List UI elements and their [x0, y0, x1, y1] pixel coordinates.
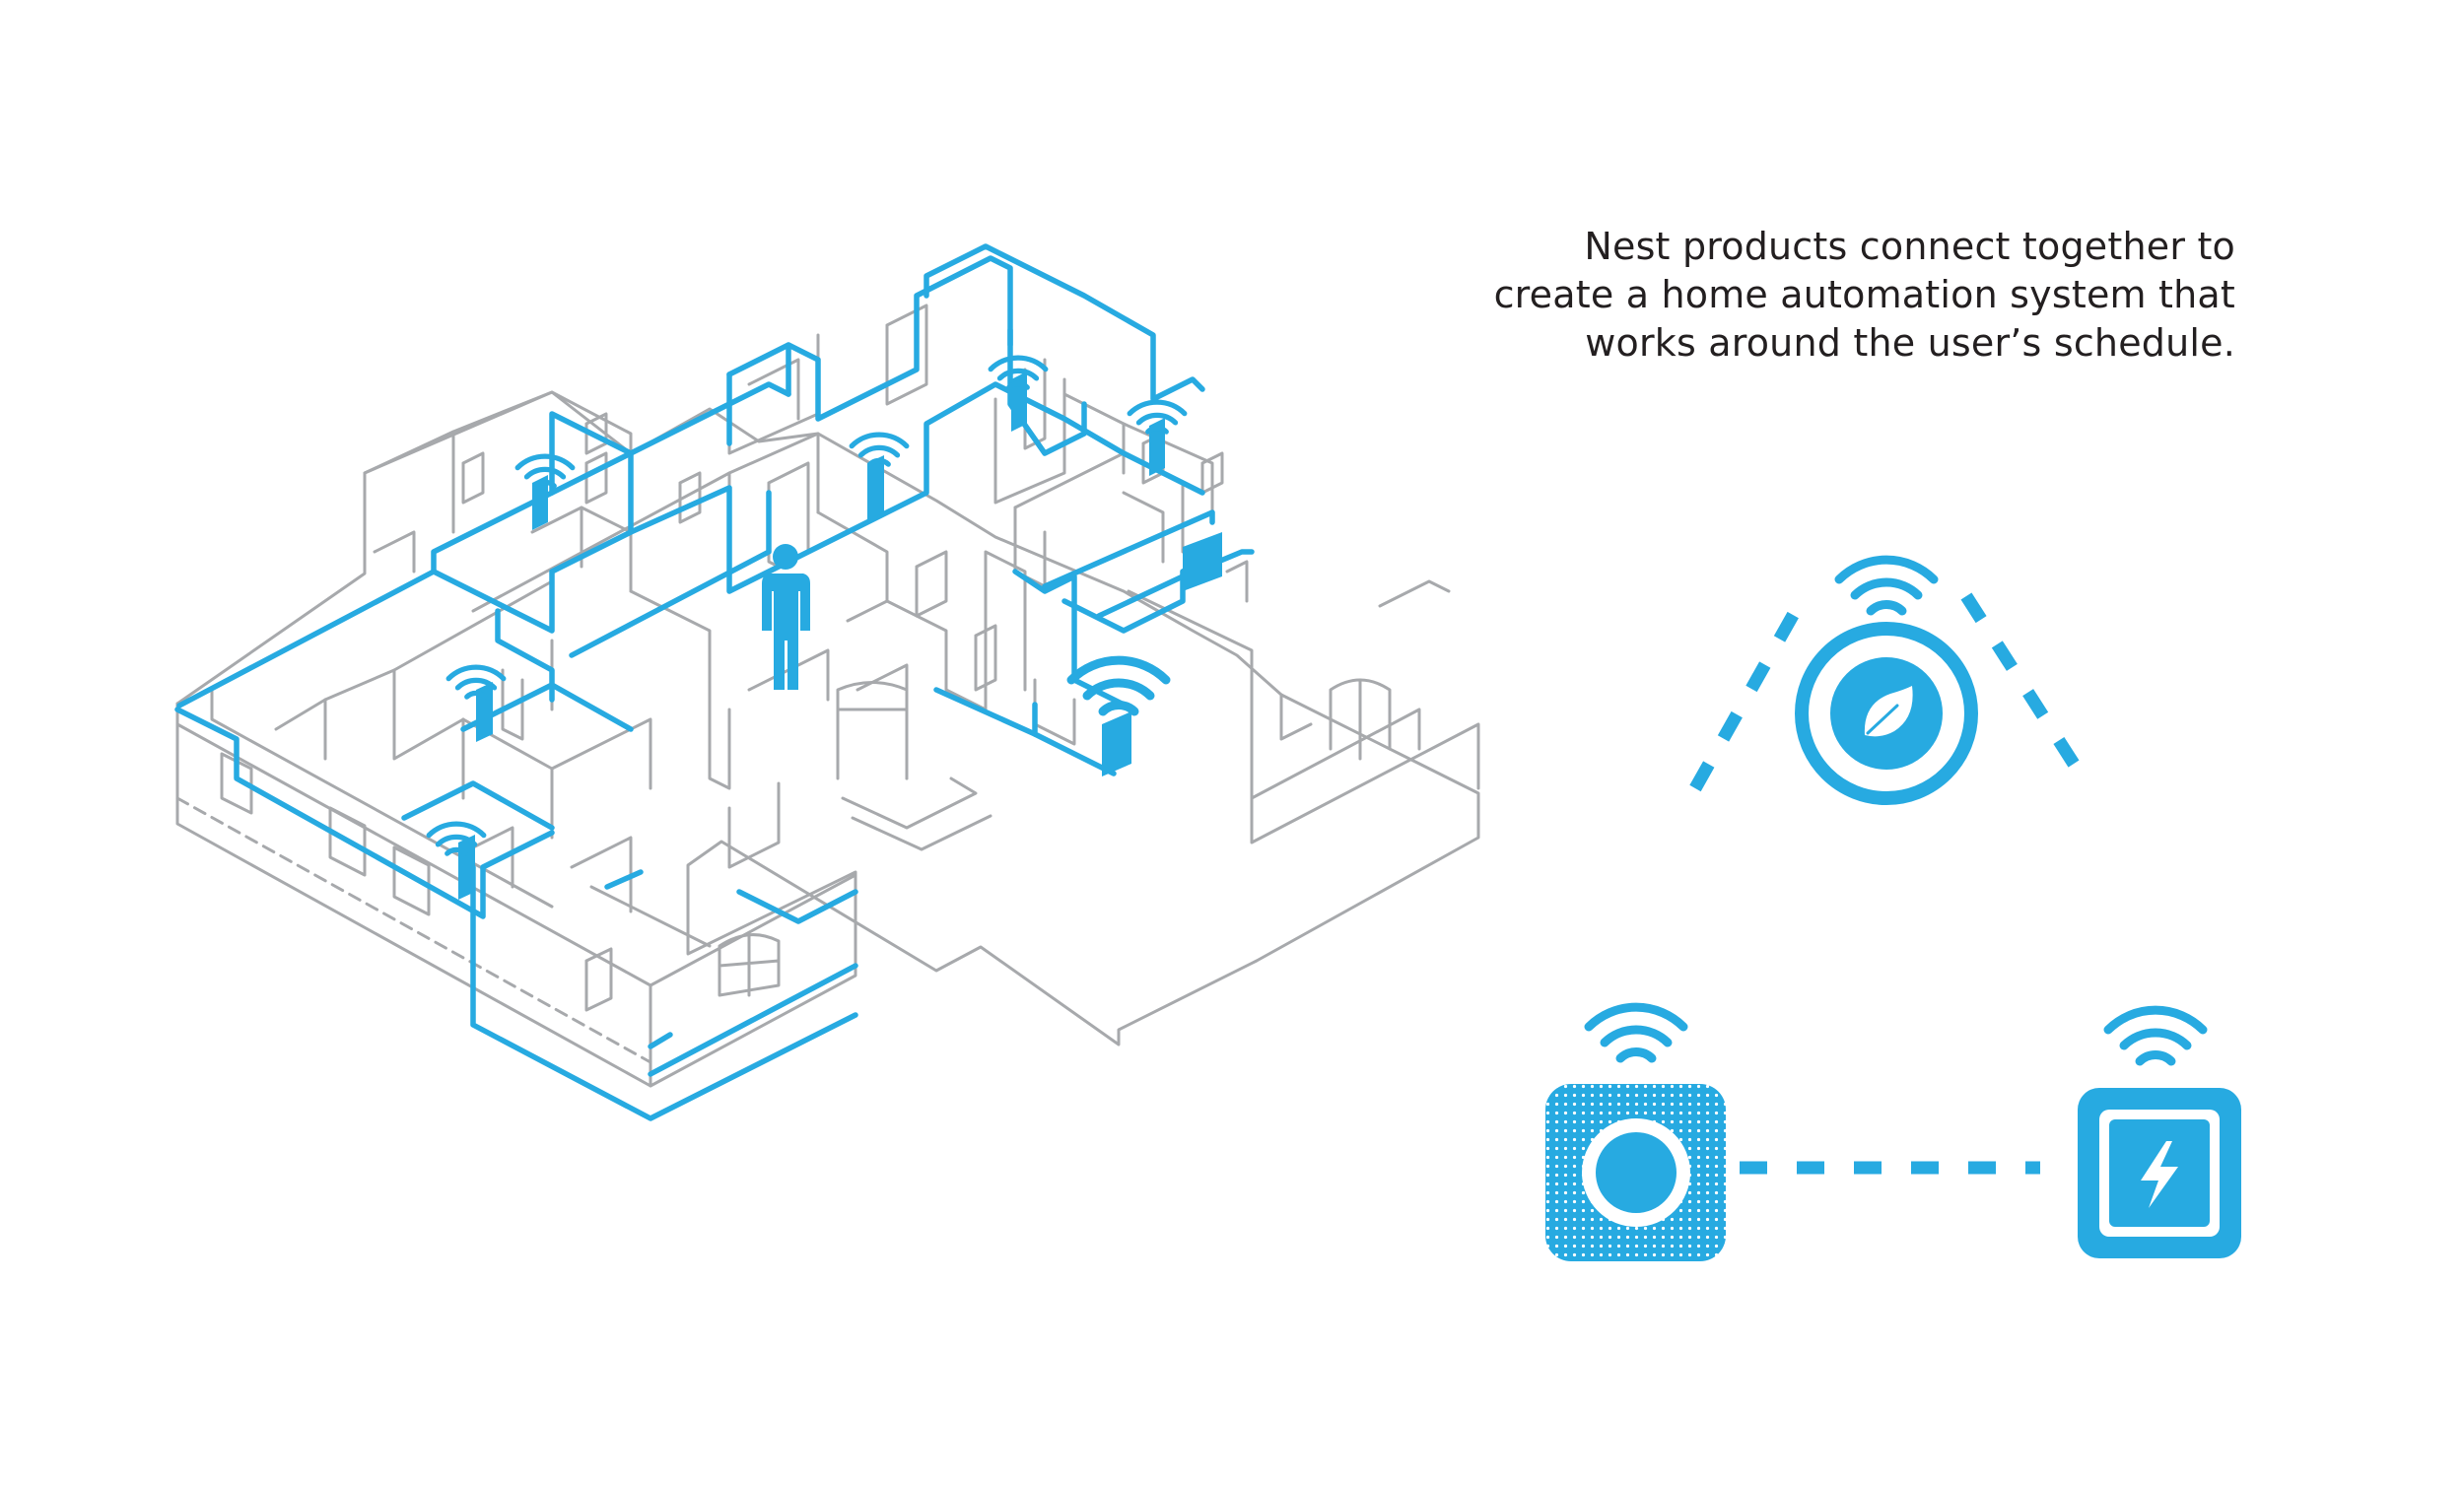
- house-device-8: [1071, 660, 1166, 776]
- house-device-1: [517, 456, 573, 530]
- power-device: [2078, 1010, 2241, 1258]
- caption: Nest products connect together to create…: [1360, 223, 2235, 368]
- leaf-icon: [1864, 686, 1913, 737]
- house-device-6: [448, 667, 504, 742]
- wifi-icon: [1839, 560, 1934, 611]
- house-device-4: [1129, 402, 1185, 476]
- smoke-detector-device: [1545, 1007, 1726, 1261]
- wifi-icon: [1589, 1007, 1683, 1058]
- house-device-7: [429, 824, 484, 900]
- house-device-2: [852, 435, 907, 520]
- house-device-3: [991, 358, 1046, 432]
- caption-line-3: works around the user’s schedule.: [1585, 321, 2235, 365]
- device-network-links: [1689, 592, 2095, 1175]
- house-floorplan: [175, 304, 1480, 1088]
- house-device-5: [1183, 532, 1222, 591]
- person-icon: [762, 544, 810, 690]
- wifi-icon: [2108, 1010, 2203, 1061]
- caption-line-1: Nest products connect together to: [1584, 225, 2235, 268]
- lightning-bolt-icon: [2141, 1141, 2178, 1208]
- smoke-detector-icon: [1582, 1118, 1690, 1227]
- thermostat-device: [1795, 560, 1978, 805]
- caption-line-2: create a home automation system that: [1493, 273, 2235, 316]
- wiring-network: [174, 243, 1255, 1121]
